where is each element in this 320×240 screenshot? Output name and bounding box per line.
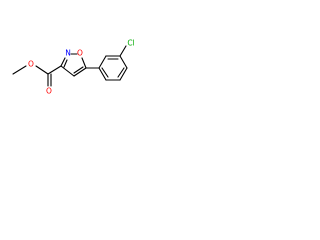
bond-phenyl-inner-2 [117, 67, 125, 78]
atom-label-chlorine: Cl [127, 39, 134, 48]
bond-methyl-ester-oxygen [12, 65, 27, 75]
atom-label-carbonyl-oxygen: O [46, 87, 52, 96]
bond-phenyl-6 [98, 67, 107, 81]
bond-c5-c4 [73, 67, 87, 77]
bond-c3-n [60, 57, 66, 67]
bond-c3-n-inner [63, 59, 68, 68]
bond-carbonyl-ring [47, 65, 62, 75]
bond-c5-c4-inner [73, 66, 84, 74]
bond-phenyl-3 [119, 55, 128, 69]
structure-canvas: O O N O Cl [0, 0, 152, 152]
bond-o-c5 [81, 57, 87, 69]
bond-phenyl-inner-3 [101, 67, 109, 78]
chemical-structure-drawing: O O N O Cl [12, 39, 135, 96]
bond-phenyl-chlorine [119, 45, 127, 57]
atom-label-isoxazole-oxygen: O [77, 49, 83, 58]
bond-ester-oxygen-carbonyl [35, 65, 49, 75]
bond-c4-c3 [60, 65, 75, 77]
bond-phenyl-4 [119, 67, 128, 81]
atom-label-isoxazole-nitrogen: N [65, 49, 71, 58]
atom-label-ester-oxygen: O [28, 60, 34, 69]
bond-phenyl-1 [98, 55, 107, 69]
